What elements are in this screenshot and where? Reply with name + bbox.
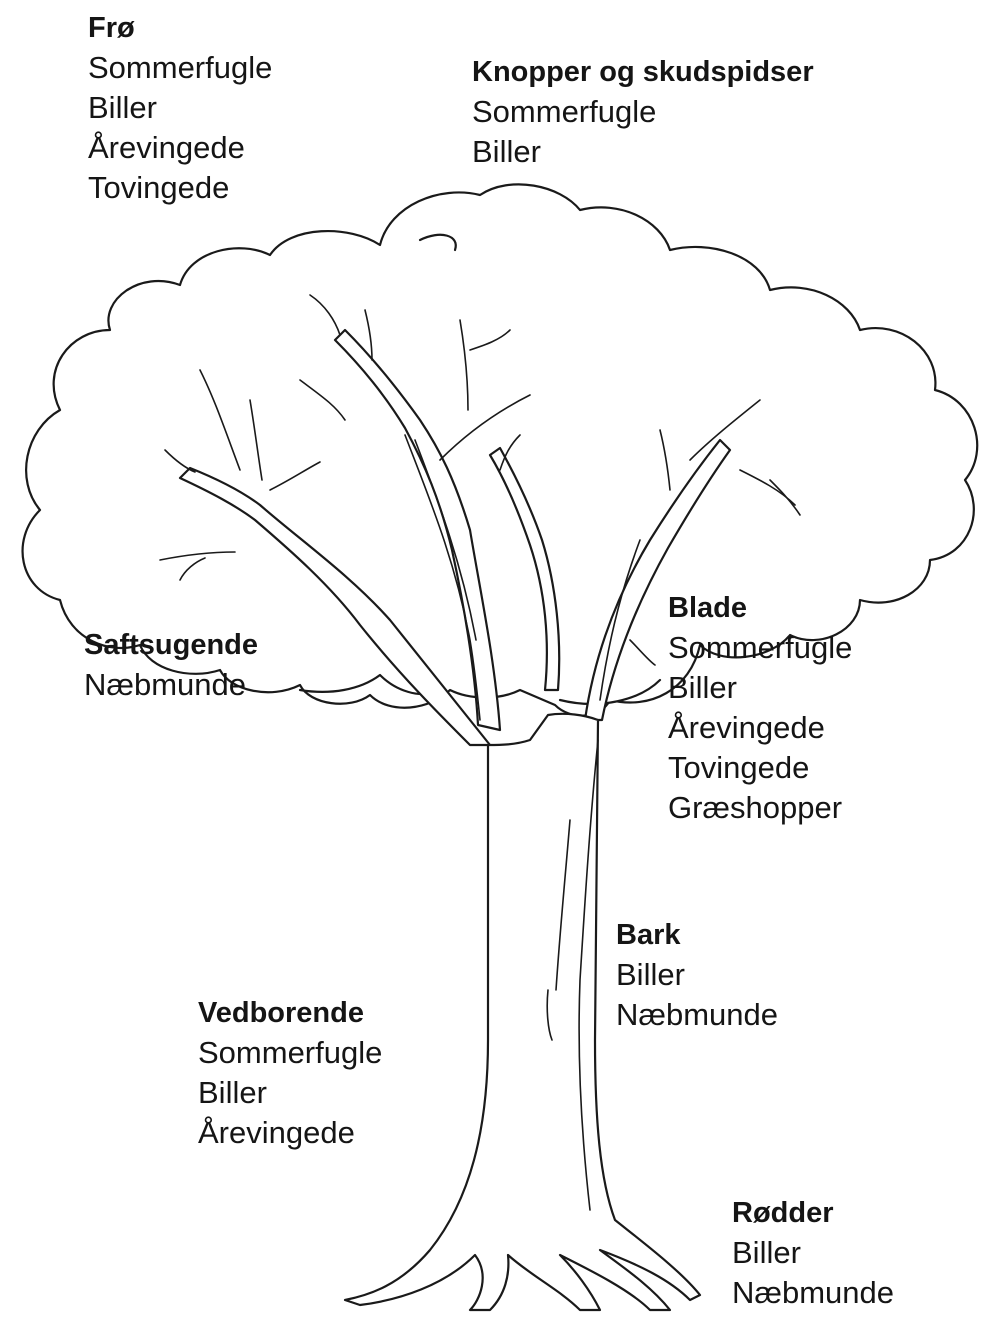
label-group-saftsugende: Saftsugende Næbmunde <box>84 625 258 705</box>
item-saftsugende-1: Næbmunde <box>84 665 258 705</box>
item-vedborende-3: Årevingede <box>198 1113 382 1153</box>
item-blade-1: Sommerfugle <box>668 628 852 668</box>
item-rodder-2: Næbmunde <box>732 1273 894 1313</box>
label-group-blade: Blade Sommerfugle Biller Årevingede Tovi… <box>668 588 852 828</box>
heading-vedborende: Vedborende <box>198 993 382 1033</box>
heading-blade: Blade <box>668 588 852 628</box>
item-vedborende-1: Sommerfugle <box>198 1033 382 1073</box>
item-blade-4: Tovingede <box>668 748 852 788</box>
item-bark-2: Næbmunde <box>616 995 778 1035</box>
label-group-vedborende: Vedborende Sommerfugle Biller Årevingede <box>198 993 382 1153</box>
heading-knopper: Knopper og skudspidser <box>472 52 814 92</box>
item-knopper-2: Biller <box>472 132 814 172</box>
label-group-bark: Bark Biller Næbmunde <box>616 915 778 1035</box>
label-group-knopper: Knopper og skudspidser Sommerfugle Bille… <box>472 52 814 172</box>
heading-saftsugende: Saftsugende <box>84 625 258 665</box>
item-fro-1: Sommerfugle <box>88 48 272 88</box>
item-rodder-1: Biller <box>732 1233 894 1273</box>
heading-bark: Bark <box>616 915 778 955</box>
item-bark-1: Biller <box>616 955 778 995</box>
item-fro-2: Biller <box>88 88 272 128</box>
heading-fro: Frø <box>88 8 272 48</box>
item-fro-4: Tovingede <box>88 168 272 208</box>
item-fro-3: Årevingede <box>88 128 272 168</box>
item-blade-5: Græshopper <box>668 788 852 828</box>
label-group-rodder: Rødder Biller Næbmunde <box>732 1193 894 1313</box>
item-vedborende-2: Biller <box>198 1073 382 1113</box>
label-group-fro: Frø Sommerfugle Biller Årevingede Toving… <box>88 8 272 208</box>
item-blade-3: Årevingede <box>668 708 852 748</box>
item-knopper-1: Sommerfugle <box>472 92 814 132</box>
item-blade-2: Biller <box>668 668 852 708</box>
heading-rodder: Rødder <box>732 1193 894 1233</box>
